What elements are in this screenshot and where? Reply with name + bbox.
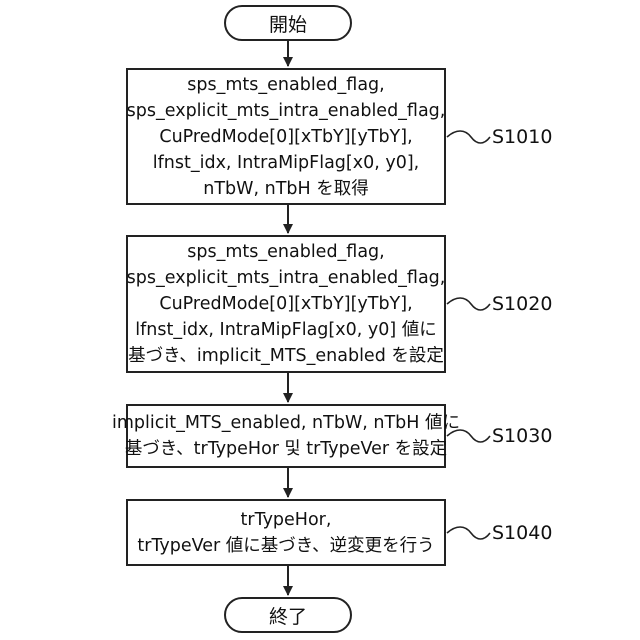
step-line: 基づき、implicit_MTS_enabled を設定 xyxy=(128,343,444,369)
step-line: lfnst_idx, IntraMipFlag[x0, y0] 値に xyxy=(135,317,436,343)
step-box-s1040: trTypeHor, trTypeVer 値に基づき、逆変更を行う xyxy=(126,499,446,566)
step-line: trTypeHor, xyxy=(241,507,332,533)
step-line: sps_explicit_mts_intra_enabled_flag, xyxy=(127,265,446,291)
start-terminal: 開始 xyxy=(224,5,352,41)
step-box-s1010: sps_mts_enabled_flag, sps_explicit_mts_i… xyxy=(126,68,446,205)
end-label: 終了 xyxy=(269,602,307,629)
step-line: 基づき、trTypeHor 및 trTypeVer を設定 xyxy=(125,436,447,462)
step-line: trTypeVer 値に基づき、逆変更を行う xyxy=(137,533,434,559)
step-id-s1020: S1020 xyxy=(492,293,552,315)
step-box-s1020: sps_mts_enabled_flag, sps_explicit_mts_i… xyxy=(126,235,446,373)
leader-s1020 xyxy=(447,298,490,310)
step-line: sps_explicit_mts_intra_enabled_flag, xyxy=(127,98,446,124)
step-box-s1030: implicit_MTS_enabled, nTbW, nTbH 値に 基づき、… xyxy=(126,404,446,468)
leader-s1040 xyxy=(447,527,490,539)
step-id-s1040: S1040 xyxy=(492,522,552,544)
leader-s1010 xyxy=(447,131,490,143)
end-terminal: 終了 xyxy=(224,597,352,633)
step-line: CuPredMode[0][xTbY][yTbY], xyxy=(159,124,412,150)
step-line: implicit_MTS_enabled, nTbW, nTbH 値に xyxy=(112,410,460,436)
step-line: nTbW, nTbH を取得 xyxy=(203,176,368,202)
step-id-s1010: S1010 xyxy=(492,126,552,148)
step-line: CuPredMode[0][xTbY][yTbY], xyxy=(159,291,412,317)
step-line: sps_mts_enabled_flag, xyxy=(187,72,384,98)
start-label: 開始 xyxy=(269,10,307,37)
step-line: lfnst_idx, IntraMipFlag[x0, y0], xyxy=(153,150,419,176)
step-id-s1030: S1030 xyxy=(492,425,552,447)
step-line: sps_mts_enabled_flag, xyxy=(187,239,384,265)
